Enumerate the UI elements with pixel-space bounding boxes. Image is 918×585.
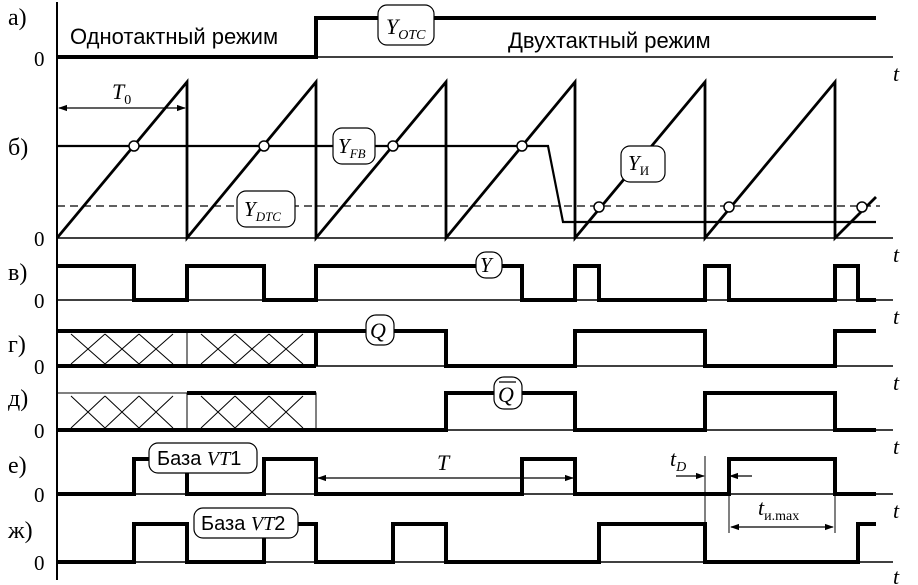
- panel-v: в) 0 t Y: [8, 251, 900, 329]
- q-inverted-waveform: [316, 391, 876, 432]
- panel-g-t-label: t: [893, 370, 900, 395]
- undefined-state-hatch: [200, 395, 304, 429]
- panel-a-zero: 0: [34, 47, 45, 71]
- panel-zh-t-label: t: [893, 564, 900, 585]
- crossing-point: [258, 140, 270, 152]
- base-vt2-waveform: [57, 522, 876, 564]
- crossing-point: [516, 140, 528, 152]
- panel-a: а) 0 t Однотактный режим Двухтактный реж…: [8, 4, 900, 86]
- undefined-state-hatch: [200, 333, 304, 365]
- crossing-point: [593, 201, 605, 213]
- t0-label: T0: [112, 79, 131, 108]
- panel-e-t-label: t: [893, 498, 900, 523]
- base-vt1-label-box: [148, 442, 258, 474]
- y-fb-label: YFB: [338, 134, 366, 161]
- panel-b: б) 0 t T0 YFB YDTC YИ: [8, 78, 900, 267]
- panel-v-zero: 0: [34, 289, 45, 313]
- td-label: tD: [670, 446, 686, 475]
- y-otc-waveform: [57, 16, 876, 59]
- panel-e-zero: 0: [34, 483, 45, 507]
- y-i-label-box: [620, 145, 666, 183]
- base-vt2-label: База VT2: [201, 513, 285, 535]
- y-signal-label: Y: [480, 253, 494, 277]
- crossing-point: [387, 140, 399, 152]
- panel-v-t-label: t: [893, 304, 900, 329]
- panel-g: г) 0 t Q: [8, 314, 900, 395]
- q-waveform: [314, 329, 876, 368]
- sawtooth-waveform: [55, 78, 877, 242]
- q-label: Q: [370, 318, 386, 343]
- y-fb-line: [57, 144, 876, 224]
- base-vt1-label: База VT1: [157, 448, 241, 470]
- y-dtc-label: YDTC: [244, 197, 281, 224]
- crossing-point: [128, 140, 140, 152]
- mode-single-label: Однотактный режим: [70, 24, 278, 49]
- base-vt2-label-box: [193, 507, 299, 539]
- q-inverted-label: Q: [498, 382, 514, 407]
- panel-v-letter: в): [8, 260, 27, 286]
- period-t-label: T: [437, 450, 451, 475]
- panel-d: д) 0 t Q: [8, 376, 900, 459]
- crossing-point: [723, 201, 735, 213]
- panel-g-zero: 0: [34, 355, 45, 379]
- y-i-label: YИ: [628, 151, 649, 178]
- y-dtc-label-box: [236, 190, 296, 228]
- y-fb-label-box: [332, 127, 376, 165]
- panel-b-letter: б): [8, 135, 28, 161]
- panel-zh-zero: 0: [34, 551, 45, 575]
- panel-b-t-label: t: [893, 242, 900, 267]
- panel-a-t-label: t: [893, 61, 900, 86]
- panel-b-zero: 0: [34, 227, 45, 251]
- panel-e: е) 0 t База VT1 T tD: [8, 442, 900, 523]
- undefined-state-hatch: [70, 395, 174, 429]
- panel-zh: ж) 0 t База VT2 tи.max: [7, 478, 900, 585]
- undefined-state-hatch: [70, 333, 174, 365]
- panel-e-letter: е): [8, 453, 27, 479]
- q-inverted-label-box: [493, 376, 523, 410]
- y-comparator-waveform: [57, 264, 876, 302]
- panel-zh-letter: ж): [7, 518, 33, 544]
- timax-label: tи.max: [758, 495, 799, 524]
- panel-a-letter: а): [8, 5, 27, 31]
- panel-g-letter: г): [8, 332, 26, 358]
- y-otc-label: YOTC: [386, 14, 426, 43]
- crossing-point: [856, 201, 868, 213]
- panel-d-t-label: t: [893, 434, 900, 459]
- y-signal-label-box: [475, 251, 503, 279]
- q-label-box: [365, 314, 395, 346]
- y-otc-label-box: [377, 4, 435, 46]
- panel-d-letter: д): [8, 386, 28, 412]
- mode-double-label: Двухтактный режим: [508, 28, 711, 53]
- panel-d-zero: 0: [34, 419, 45, 443]
